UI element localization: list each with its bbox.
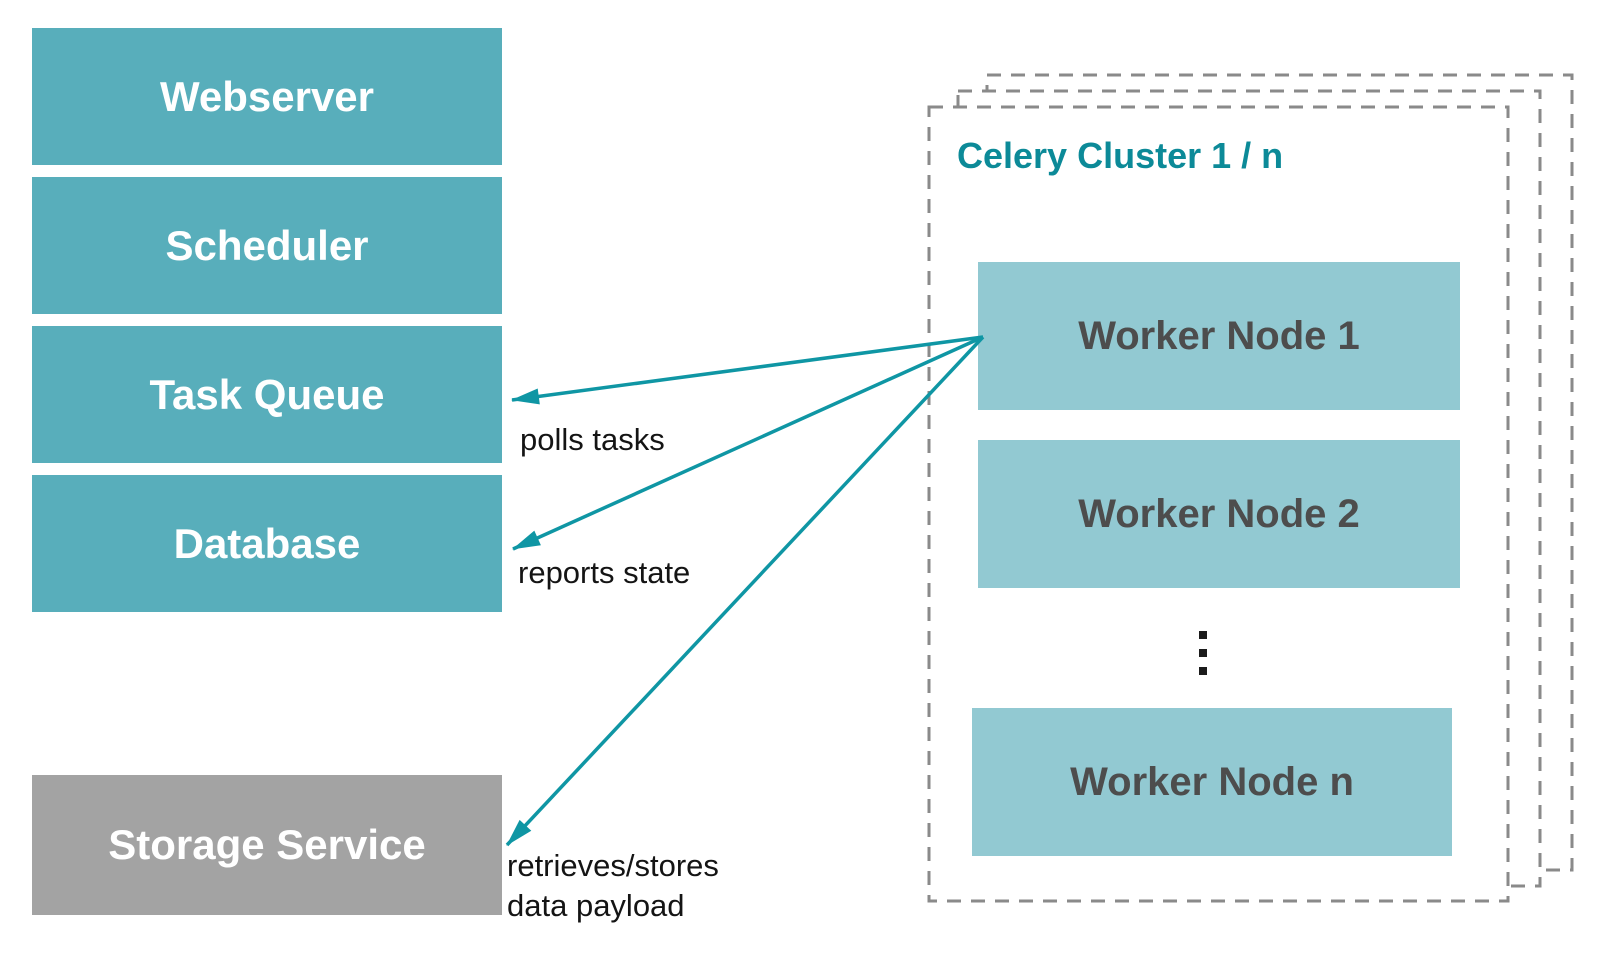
- node-webserver: Webserver: [32, 28, 502, 165]
- vertical-ellipsis-icon: [1199, 631, 1207, 675]
- edge-label-polls-tasks: polls tasks: [520, 422, 665, 457]
- node-database: Database: [32, 475, 502, 612]
- node-storage-service: Storage Service: [32, 775, 502, 915]
- node-task-queue: Task Queue: [32, 326, 502, 463]
- node-worker-n-label: Worker Node n: [1070, 759, 1354, 804]
- edge-label-retrieves-stores-line1: retrieves/stores: [507, 848, 719, 883]
- node-worker-2-label: Worker Node 2: [1078, 491, 1360, 536]
- node-webserver-label: Webserver: [159, 72, 375, 120]
- edge-label-retrieves-stores-line2: data payload: [507, 888, 685, 923]
- edge-label-reports-state: reports state: [518, 555, 691, 590]
- node-database-label: Database: [173, 519, 361, 567]
- node-worker-1: Worker Node 1: [978, 262, 1460, 410]
- node-worker-n: Worker Node n: [972, 708, 1452, 856]
- node-scheduler: Scheduler: [32, 177, 502, 314]
- cluster-title: Celery Cluster 1 / n: [957, 135, 1284, 176]
- edge-label-retrieves-stores: retrieves/stores data payload: [507, 846, 719, 926]
- node-worker-1-label: Worker Node 1: [1078, 313, 1360, 358]
- node-storage-service-label: Storage Service: [108, 821, 426, 868]
- node-scheduler-label: Scheduler: [165, 221, 369, 269]
- node-worker-2: Worker Node 2: [978, 440, 1460, 588]
- node-task-queue-label: Task Queue: [149, 370, 385, 418]
